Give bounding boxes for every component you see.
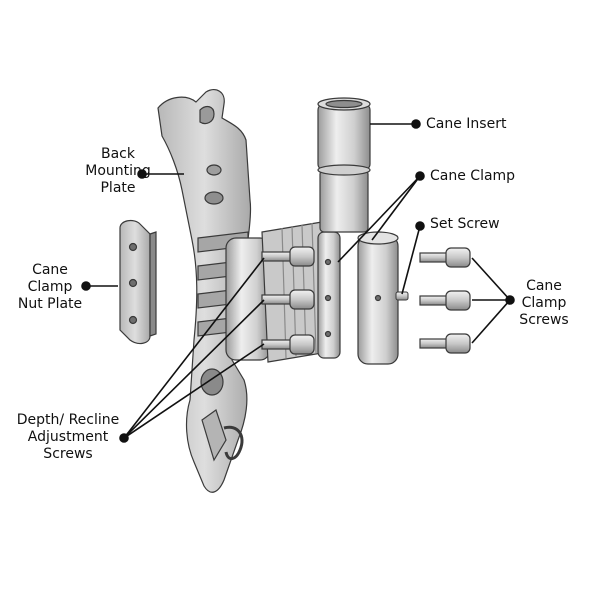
leader-dot-set-screw bbox=[415, 221, 425, 231]
depth-recline-screws bbox=[261, 246, 315, 355]
leader-dot-cane-insert bbox=[411, 119, 421, 129]
back-mounting-plate bbox=[157, 89, 252, 493]
label-set-screw: Set Screw bbox=[430, 216, 500, 232]
label-back-mounting-plate: Back Mounting Plate bbox=[85, 146, 151, 196]
label-depth-recline-adjustment-screws: Depth/ Recline Adjustment Screws bbox=[16, 412, 120, 462]
leader-lines bbox=[81, 119, 515, 443]
leader-dot-back-mounting-plate bbox=[137, 169, 147, 179]
leader-dot-cane-clamp-screws bbox=[505, 295, 515, 305]
label-cane-clamp: Cane Clamp bbox=[430, 168, 516, 184]
cane-insert bbox=[317, 97, 371, 233]
cane-clamp-screws bbox=[419, 247, 471, 354]
label-cane-insert: Cane Insert bbox=[426, 116, 507, 132]
cane-clamp-right-half bbox=[357, 231, 399, 365]
cane-clamp-nut-plate bbox=[119, 219, 157, 345]
leader-dot-cane-clamp bbox=[415, 171, 425, 181]
label-cane-clamp-nut-plate: Cane Clamp Nut Plate bbox=[17, 262, 83, 312]
leader-dot-nut-plate bbox=[81, 281, 91, 291]
label-cane-clamp-screws: Cane Clamp Screws bbox=[519, 278, 569, 328]
leader-dot-depth-recline bbox=[119, 433, 129, 443]
